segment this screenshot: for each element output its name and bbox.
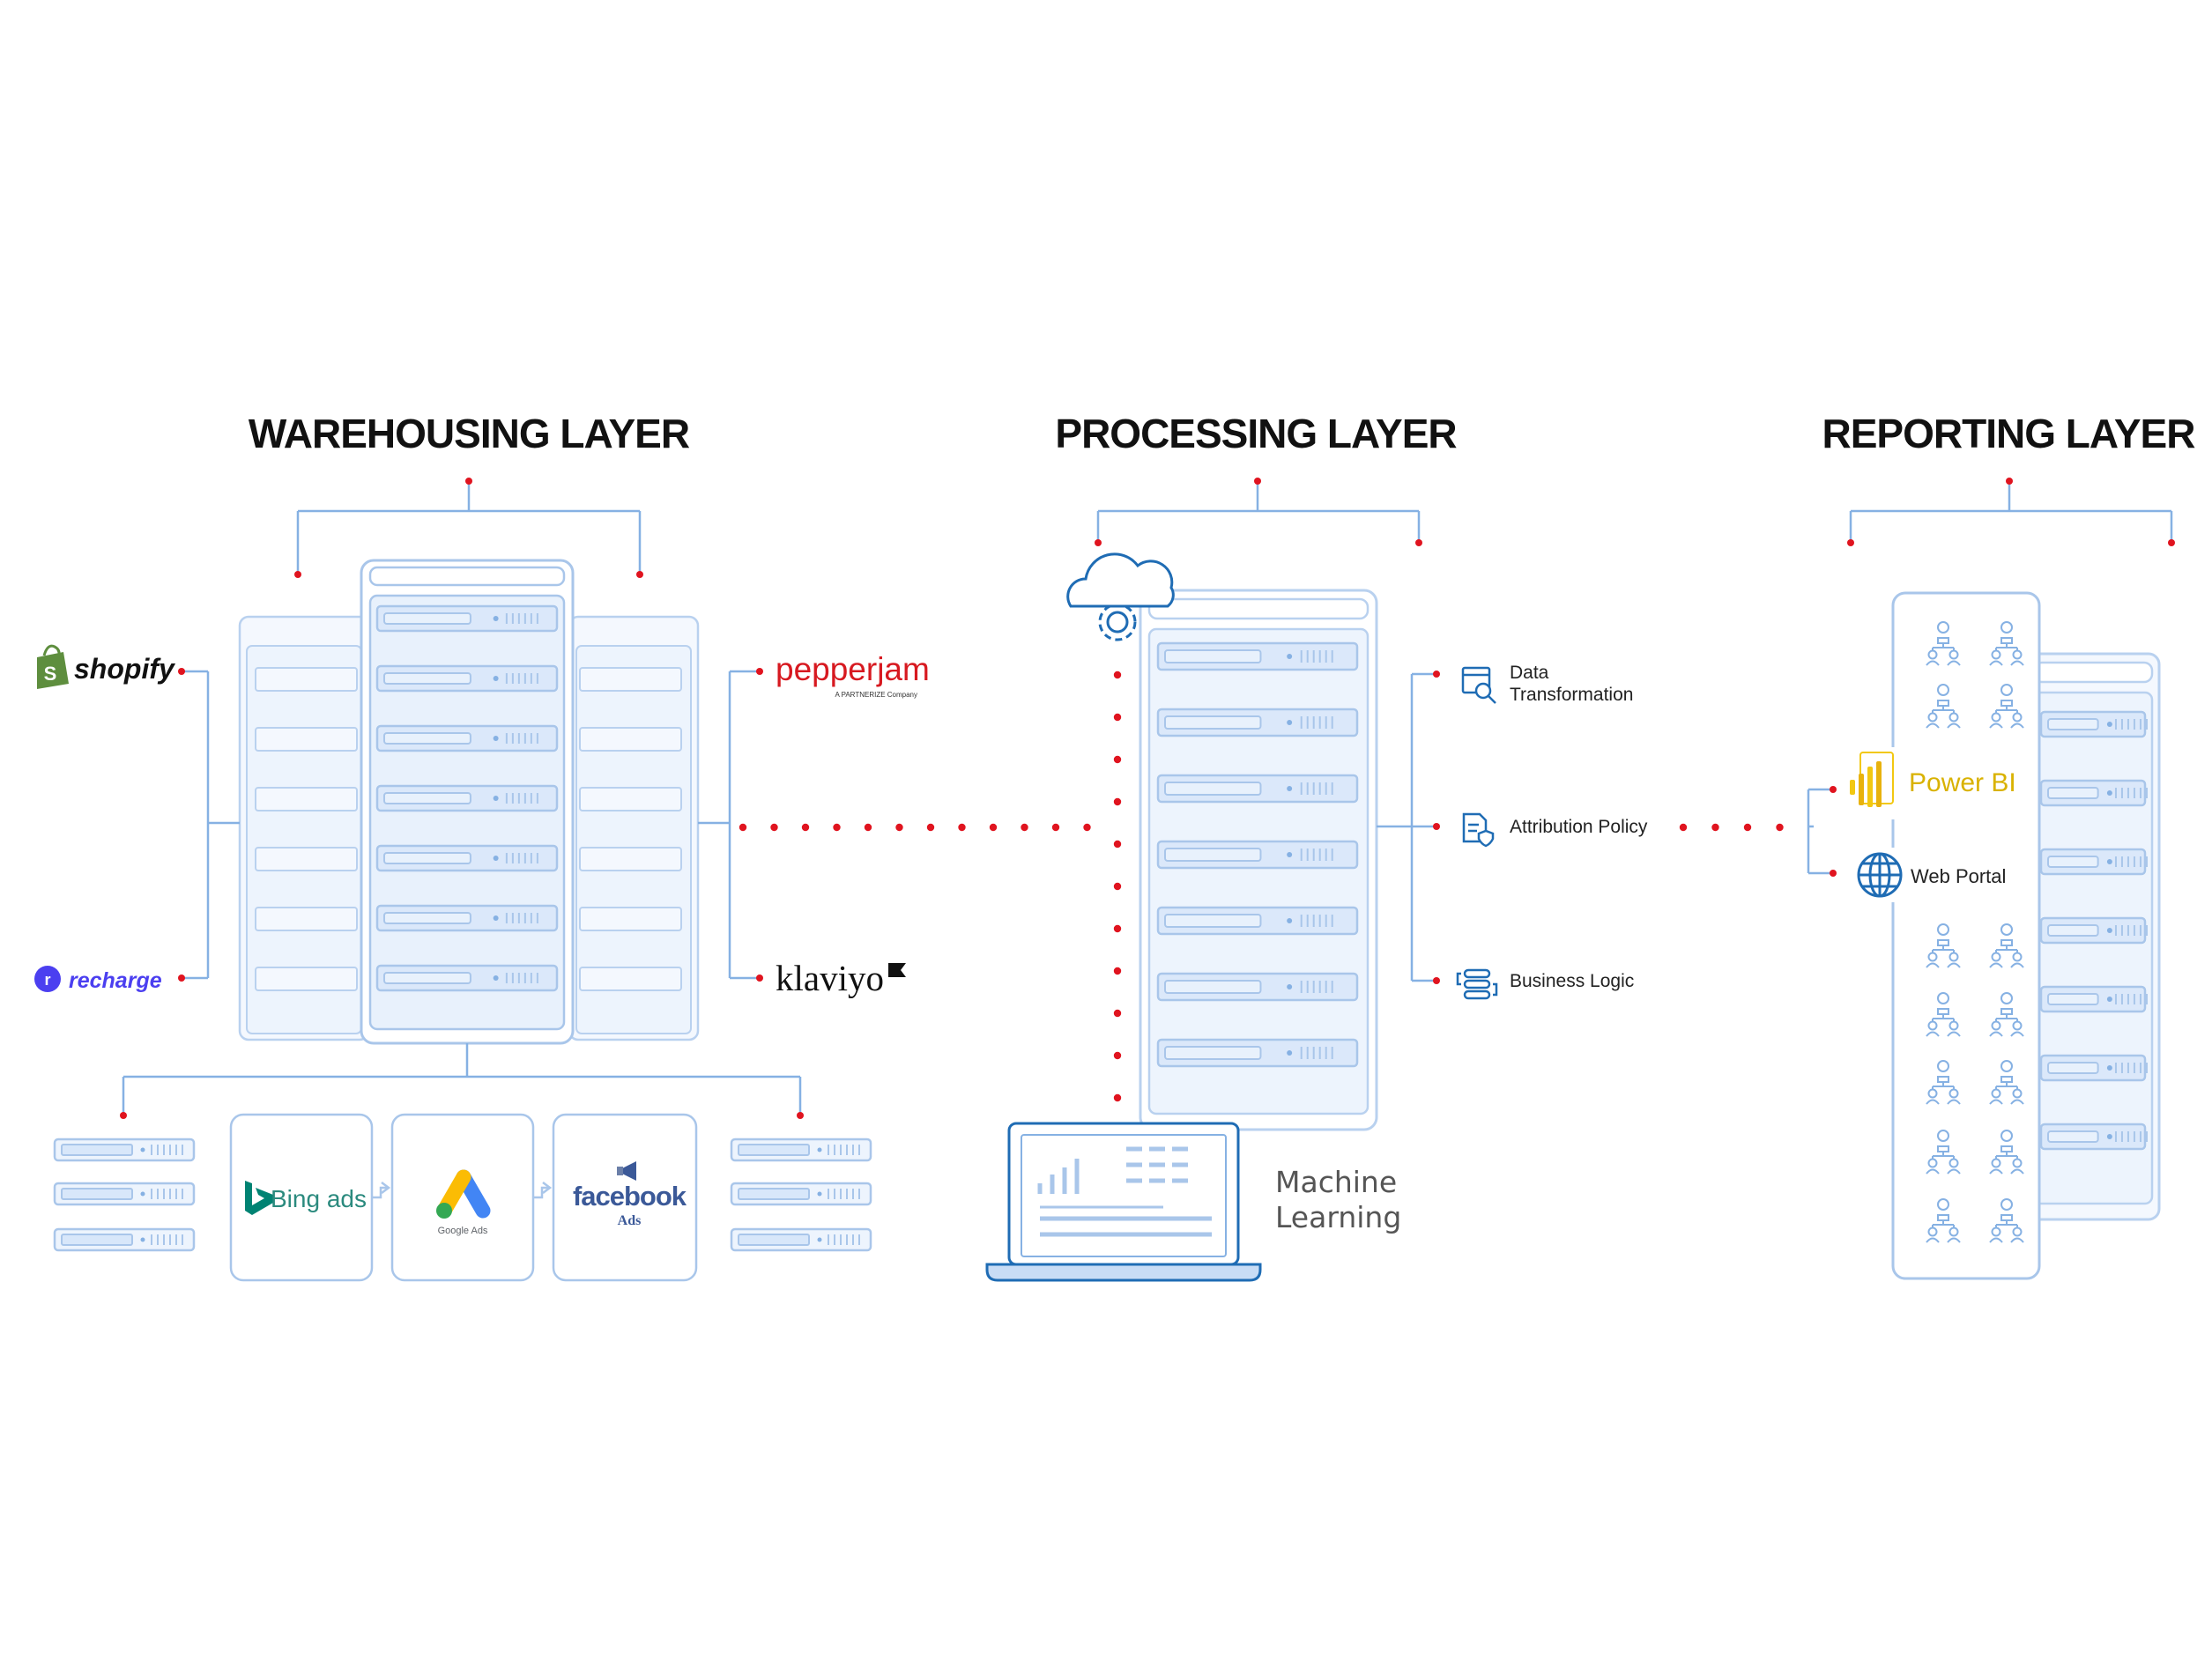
processing-bracket — [1096, 480, 1421, 542]
globe-icon — [1857, 852, 1903, 898]
processing-server-unit — [1156, 708, 1359, 737]
klaviyo-logo: klaviyo — [776, 958, 906, 998]
reporting-server-unit — [2039, 848, 2148, 876]
warehouse-server-unit — [375, 724, 559, 752]
warehouse-server-unit — [375, 844, 559, 872]
data-transformation-line1: Data — [1510, 663, 1549, 683]
warehousing-bracket — [296, 480, 642, 574]
google-ads-icon — [436, 1169, 491, 1219]
warehouse-back-left-rack — [238, 615, 370, 1041]
processing-to-reporting-dots — [1679, 823, 1784, 832]
right-small-server-stack — [730, 1138, 872, 1252]
google-ads-text: Google Ads — [438, 1226, 488, 1236]
bing-icon — [245, 1181, 273, 1215]
power-bi-output: Power BI — [1844, 747, 2038, 819]
processing-service-connectors — [1377, 672, 1436, 982]
pepperjam-tagline: A PARTNERIZE Company — [835, 691, 917, 699]
machine-learning-line1: Machine — [1275, 1165, 1397, 1199]
power-bi-label: Power BI — [1909, 768, 2016, 797]
processing-layer-title: PROCESSING LAYER — [1055, 411, 1457, 456]
warehouse-server-unit — [375, 964, 559, 992]
reporting-output-connectors — [1807, 788, 1833, 875]
reporting-server-unit — [2039, 1123, 2148, 1151]
warehouse-back-right-rack — [568, 615, 700, 1041]
reporting-server-unit — [2039, 916, 2148, 945]
shopify-logo: S shopify — [37, 644, 176, 689]
left-small-server-stack — [53, 1138, 196, 1252]
power-bi-icon — [1850, 752, 1894, 807]
bing-ads-card: Bing ads — [229, 1113, 374, 1282]
reporting-server-unit — [2039, 710, 2148, 738]
recharge-logo: r recharge — [34, 966, 162, 993]
business-logic-label: Business Logic — [1510, 971, 1634, 991]
reporting-layer-title: REPORTING LAYER — [1822, 411, 2196, 456]
cloud-gear-icon — [1066, 552, 1175, 641]
facebook-ads-card: facebook Ads — [552, 1113, 698, 1282]
data-transformation-line2: Transformation — [1510, 685, 1633, 705]
logic-stack-icon — [1456, 968, 1498, 1000]
svg-text:S: S — [44, 663, 57, 685]
recharge-text: recharge — [69, 968, 162, 993]
business-logic-service: Business Logic — [1456, 968, 1634, 1000]
data-transformation-service: Data Transformation — [1461, 663, 1633, 705]
warehouse-server-unit — [375, 904, 559, 932]
reporting-front-panel — [1891, 591, 2041, 1280]
web-portal-label: Web Portal — [1911, 865, 2006, 887]
warehousing-layer-title: WAREHOUSING LAYER — [249, 411, 690, 456]
processing-server-rack — [1139, 589, 1378, 1131]
processing-server-unit — [1156, 774, 1359, 804]
cloud-to-ml-dots — [1113, 671, 1122, 1102]
warehouse-to-processing-dots — [739, 823, 1091, 832]
pepperjam-logo: pepperjam A PARTNERIZE Company — [776, 651, 930, 699]
reporting-back-server-rack — [2025, 652, 2161, 1221]
shopify-text: shopify — [74, 653, 176, 685]
facebook-text: facebook — [573, 1181, 687, 1212]
ad-card-arrows — [372, 1182, 553, 1199]
klaviyo-text: klaviyo — [776, 958, 884, 998]
warehouse-server-unit — [375, 604, 559, 633]
warehouse-server-unit — [375, 784, 559, 812]
klaviyo-flag-icon — [888, 963, 906, 977]
warehouse-server-unit — [375, 664, 559, 693]
facebook-ads-subtext: Ads — [618, 1213, 642, 1228]
reporting-server-unit — [2039, 1054, 2148, 1082]
pepperjam-text: pepperjam — [776, 651, 930, 687]
attribution-policy-service: Attribution Policy — [1462, 812, 1648, 848]
reporting-bracket — [1849, 480, 2173, 542]
google-ads-card: Google Ads — [390, 1113, 535, 1282]
processing-server-unit — [1156, 972, 1359, 1002]
svg-text:r: r — [44, 971, 50, 989]
machine-learning-laptop: Machine Learning — [985, 1122, 1401, 1282]
processing-server-unit — [1156, 1038, 1359, 1068]
laptop-chart-icon — [985, 1122, 1262, 1282]
web-portal-output: Web Portal — [1855, 848, 2038, 902]
machine-learning-line2: Learning — [1275, 1200, 1401, 1234]
data-search-icon — [1461, 666, 1496, 704]
reporting-server-unit — [2039, 985, 2148, 1013]
processing-server-unit — [1156, 906, 1359, 936]
bracket-end-dots — [294, 478, 2175, 578]
processing-server-unit — [1156, 840, 1359, 870]
recharge-r-icon: r — [34, 966, 61, 992]
processing-server-unit — [1156, 641, 1359, 671]
shopify-bag-icon: S — [37, 644, 69, 689]
policy-document-icon — [1462, 812, 1495, 848]
warehouse-source-connectors — [122, 670, 802, 1115]
reporting-server-unit — [2039, 779, 2148, 807]
bing-ads-text: Bing ads — [271, 1185, 367, 1212]
attribution-policy-label: Attribution Policy — [1510, 817, 1648, 837]
warehouse-main-server-rack — [360, 559, 575, 1045]
megaphone-icon — [617, 1161, 636, 1181]
